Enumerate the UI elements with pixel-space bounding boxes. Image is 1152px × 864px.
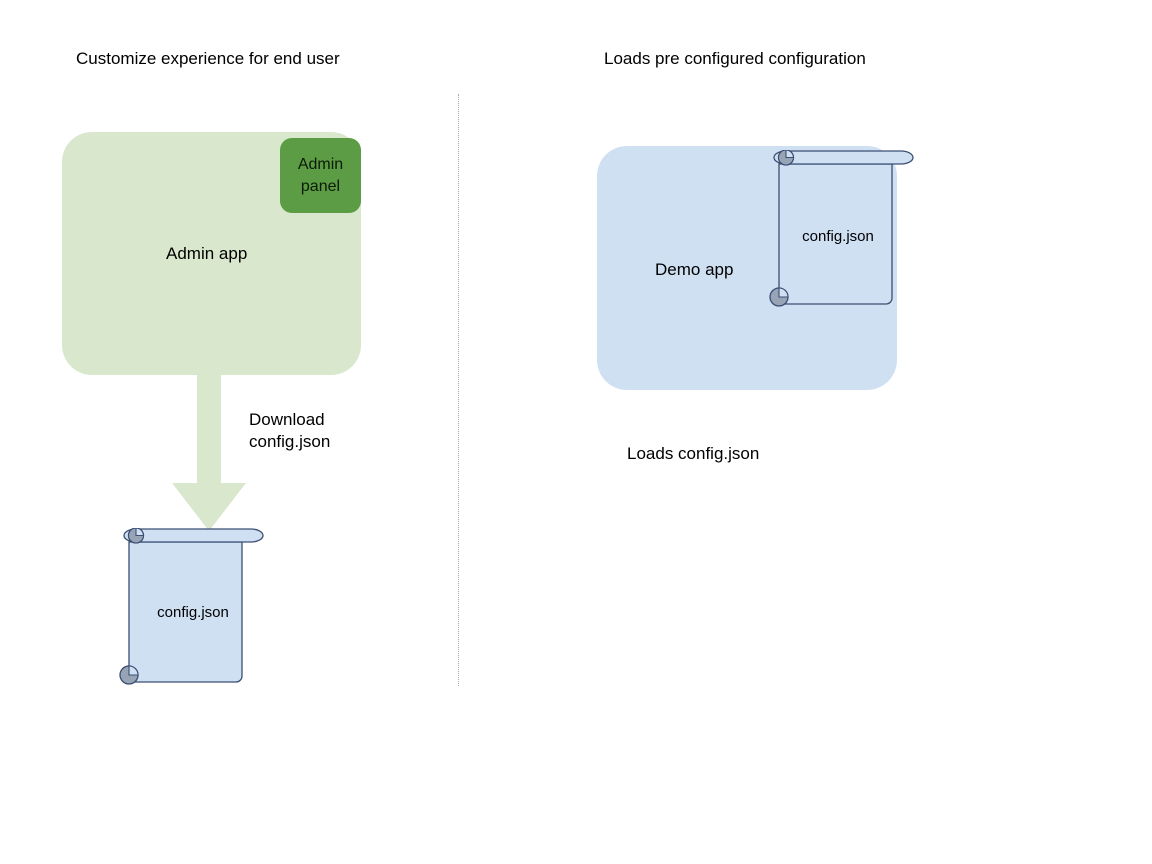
scroll-icon [769,149,914,307]
left-section-title: Customize experience for end user [76,49,340,68]
admin-panel-box[interactable]: Admin panel [280,138,361,213]
admin-panel-label-line2: panel [300,177,341,195]
download-arrow-icon [172,373,246,531]
download-arrow-label-line1: Download [249,410,325,429]
admin-app-label: Admin app [166,244,248,263]
right-section-title: Loads pre configured configuration [604,49,866,68]
download-arrow-label: Download config.json [249,409,330,453]
column-divider [458,94,459,686]
config-json-label-left: config.json [157,604,229,621]
config-json-label-right: config.json [802,228,874,245]
scroll-icon [119,527,264,685]
admin-panel-label-line1: Admin [297,155,344,173]
loads-config-caption: Loads config.json [627,444,760,463]
admin-panel-label: Admin panel [298,154,343,198]
config-json-document-right: config.json [768,149,918,312]
config-json-document-left: config.json [118,527,268,690]
download-arrow-label-line2: config.json [249,432,331,451]
demo-app-label: Demo app [655,260,734,279]
